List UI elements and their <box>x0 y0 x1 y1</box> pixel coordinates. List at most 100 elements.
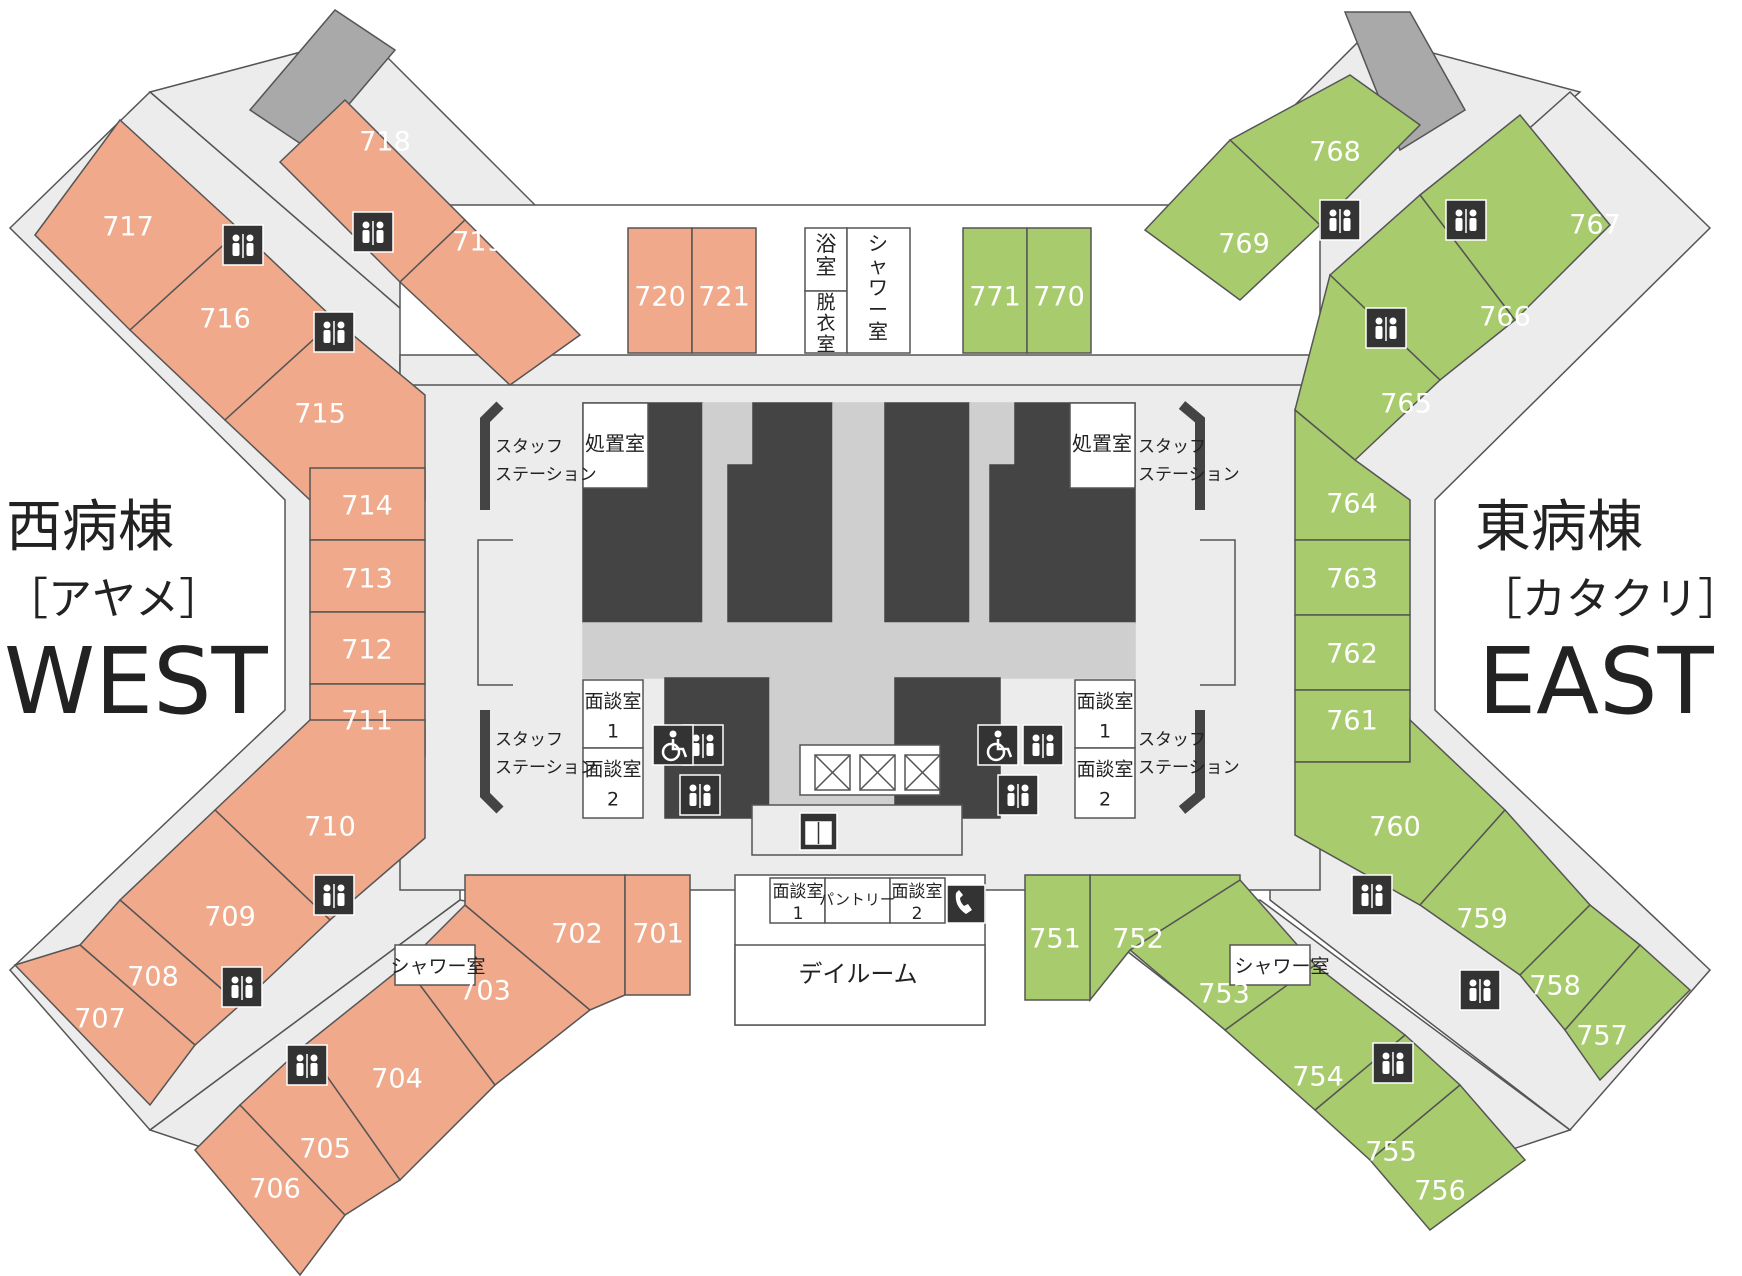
room-number-720: 720 <box>634 282 686 313</box>
room-751 <box>1024 874 1091 1001</box>
restroom-icon-11-male-head <box>1329 209 1337 217</box>
room-714 <box>309 467 426 541</box>
room-number-705: 705 <box>299 1134 351 1165</box>
pantry-label: パントリー <box>819 891 895 909</box>
restroom-icon-2-male-body <box>362 230 370 243</box>
restroom-icon-16-female-head <box>1396 1052 1404 1060</box>
restroom-icon-5-male-head <box>231 976 239 984</box>
interview-east-1-label-line2: 1 <box>1099 721 1111 743</box>
bath-label: 室 <box>816 255 837 279</box>
restroom-icon-10-female-body <box>1021 793 1029 806</box>
core-block-3 <box>752 402 834 624</box>
icons <box>221 199 1501 1086</box>
room-721 <box>691 227 757 354</box>
restroom-icon-11-male-body <box>1329 218 1337 231</box>
room-number-714: 714 <box>341 491 393 522</box>
dressing-label: 室 <box>816 334 835 356</box>
core-lobby <box>582 622 1136 679</box>
room-number-765: 765 <box>1380 389 1432 420</box>
elevator-car-cross <box>859 754 896 791</box>
room-762 <box>1294 614 1411 691</box>
restroom-icon-6-female-head <box>310 1054 318 1062</box>
interview-south-2-label-line2: 2 <box>912 904 923 924</box>
room-number-752: 752 <box>1112 924 1164 955</box>
room-number-709: 709 <box>204 902 256 933</box>
interview-west-1-label-line2: 1 <box>607 721 619 743</box>
restroom-icon-14-female-head <box>1375 884 1383 892</box>
restroom-icon-12-female-body <box>1469 218 1477 231</box>
interview-west-2-label-line1: 面談室 <box>584 759 641 781</box>
restroom-icon-8-male-head <box>689 784 697 792</box>
interview-south-1-label-line2: 1 <box>793 904 804 924</box>
restroom-icon-15-male-head <box>1469 979 1477 987</box>
room-number-702: 702 <box>551 919 603 950</box>
restroom-icon-7-female-body <box>706 743 714 756</box>
restroom-icon-1-male-head <box>232 234 240 242</box>
wheelchair-icon-east-frame <box>996 739 1013 758</box>
restroom-icon-4-male-head <box>323 884 331 892</box>
shower-room-west <box>394 944 476 986</box>
room-763 <box>1294 539 1411 616</box>
room-707 <box>13 944 197 1107</box>
room-number-753: 753 <box>1198 979 1250 1010</box>
elevator-car-cross <box>904 754 941 791</box>
restroom-icon-2-female-head <box>376 221 384 229</box>
restroom-icon-16-female-body <box>1396 1061 1404 1074</box>
room-number-760: 760 <box>1369 812 1421 843</box>
restroom-icon-12-male-body <box>1455 218 1463 231</box>
elevator-lobby <box>751 804 963 856</box>
room-757 <box>1564 943 1692 1082</box>
restroom-icon-12-female-head <box>1469 209 1477 217</box>
room-number-761: 761 <box>1326 706 1378 737</box>
restroom-icon-13-female-body <box>1389 326 1397 339</box>
restroom-icon-15-female-body <box>1483 988 1491 1001</box>
restroom-icon-14-female-body <box>1375 893 1383 906</box>
restroom-icon-10-female-head <box>1021 784 1029 792</box>
room-number-716: 716 <box>199 304 251 335</box>
staff-station-se-counter <box>1178 710 1205 814</box>
dayroom-label: デイルーム <box>798 960 917 988</box>
labels: 7177187197167157147137127117107097087077… <box>74 127 1628 1207</box>
shower-top-label: シ <box>868 232 888 256</box>
interview-west-1-label-line1: 面談室 <box>584 691 641 713</box>
core-shaft-2 <box>832 402 886 624</box>
interview-room-east-1 <box>1074 679 1136 749</box>
restroom-icon-4-female-head <box>337 884 345 892</box>
restroom-icon-7-male-body <box>692 743 700 756</box>
room-number-757: 757 <box>1576 1021 1628 1052</box>
restroom-icon-3-female-body <box>337 330 345 343</box>
shower-top-label: ワ <box>868 276 888 300</box>
staff-station-nw-label-line1: スタッフ <box>495 437 563 457</box>
restroom-icon-2-male-head <box>362 221 370 229</box>
restroom-icon-15-male-body <box>1469 988 1477 1001</box>
shower-room-east <box>1229 944 1311 986</box>
room-number-759: 759 <box>1456 904 1508 935</box>
room-number-755: 755 <box>1365 1137 1417 1168</box>
room-number-756: 756 <box>1414 1176 1466 1207</box>
room-number-707: 707 <box>74 1004 126 1035</box>
room-number-710: 710 <box>304 812 356 843</box>
room-701 <box>624 874 691 996</box>
central-core <box>394 401 1311 1026</box>
shower-top-label: 室 <box>868 320 888 344</box>
staff-station-nw-label-line2: ステーション <box>495 465 597 485</box>
staff-station-sw-label-line1: スタッフ <box>495 730 563 750</box>
east-wing-subtitle: ［カタクリ］ <box>1478 574 1742 625</box>
staff-station-se-label-line1: スタッフ <box>1138 730 1206 750</box>
shower-room-top <box>846 227 911 354</box>
interview-room-west-1 <box>582 679 644 749</box>
restroom-icon-12-male-head <box>1455 209 1463 217</box>
staff-station-se-label-line2: ステーション <box>1138 758 1240 778</box>
shower-east-label: シャワー室 <box>1234 956 1329 978</box>
room-number-719: 719 <box>452 227 504 258</box>
restroom-icon-9-female-head <box>1046 734 1054 742</box>
wheelchair-icon-east-head <box>994 730 1002 738</box>
dressing-label: 衣 <box>816 313 835 335</box>
restroom-icon-16-male-head <box>1382 1052 1390 1060</box>
restroom-icon-8-female-head <box>703 784 711 792</box>
staff-station-ne-label-line1: スタッフ <box>1138 437 1206 457</box>
dressing-label: 脱 <box>816 292 835 314</box>
staff-station-sw-counter <box>480 710 504 814</box>
restroom-icon-3-male-head <box>323 321 331 329</box>
